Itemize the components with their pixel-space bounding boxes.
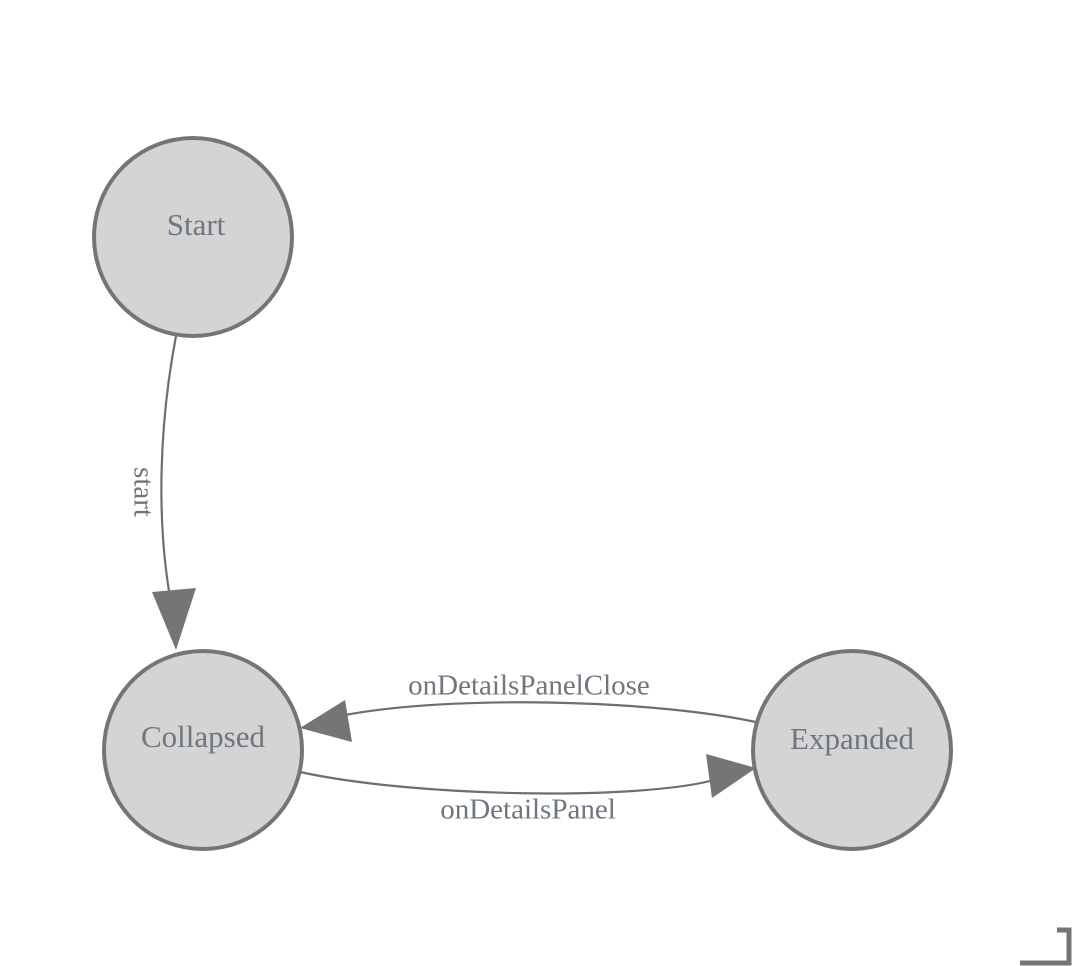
node-label-start: Start bbox=[167, 207, 226, 242]
node-circle-expanded[interactable] bbox=[751, 649, 953, 851]
edge-path-start-to-collapsed bbox=[160, 335, 178, 609]
node-expanded[interactable]: Expanded bbox=[751, 649, 953, 851]
arrowhead-left-into-collapsed bbox=[300, 700, 352, 742]
arrowhead-down-into-collapsed bbox=[152, 588, 196, 650]
arrowhead-right-into-expanded bbox=[706, 754, 756, 798]
node-collapsed[interactable]: Collapsed bbox=[102, 649, 304, 851]
node-circle-start[interactable] bbox=[92, 136, 294, 338]
node-label-expanded: Expanded bbox=[790, 721, 914, 756]
edge-collapsed-to-expanded: onDetailsPanel bbox=[299, 754, 756, 826]
edge-label-on-details-panel-close: onDetailsPanelClose bbox=[408, 670, 650, 702]
edge-start-to-collapsed: start bbox=[127, 335, 196, 650]
edge-label-start: start bbox=[127, 467, 159, 517]
node-circle-collapsed[interactable] bbox=[102, 649, 304, 851]
edge-path-collapsed-to-expanded bbox=[299, 770, 715, 795]
node-start[interactable]: Start bbox=[92, 136, 294, 338]
node-label-collapsed: Collapsed bbox=[141, 719, 265, 754]
edge-expanded-to-collapsed: onDetailsPanelClose bbox=[300, 670, 761, 742]
edge-path-expanded-to-collapsed bbox=[339, 701, 761, 725]
resize-corner-bracket-icon[interactable] bbox=[1020, 927, 1072, 966]
edge-label-on-details-panel: onDetailsPanel bbox=[440, 794, 616, 826]
